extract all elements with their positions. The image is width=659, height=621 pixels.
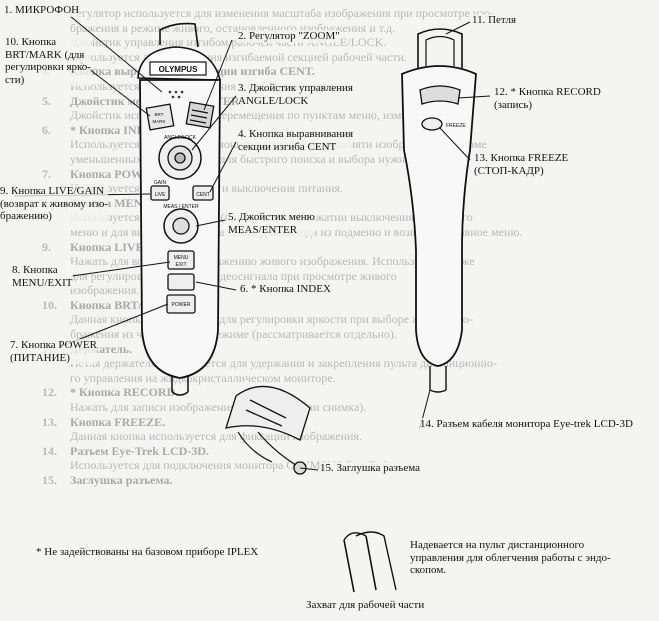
background-text-content: Кнопка POWER. xyxy=(70,166,163,181)
power-mark: POWER xyxy=(172,302,191,308)
background-text-content: Кнопка FREEZE. xyxy=(70,414,166,429)
background-text-content: Заглушка разъема. xyxy=(70,473,173,487)
background-text-number: 12. xyxy=(42,385,57,400)
index-button[interactable] xyxy=(167,273,195,291)
label-live-gain: 9. Кнопка LIVE/GAIN (возврат к живому из… xyxy=(0,185,109,223)
angle-lock-joystick[interactable] xyxy=(158,136,202,180)
label-menu-exit: 8. Кнопка MENU/EXIT xyxy=(12,264,73,289)
background-text-line: 12. * Кнопка RECORD. xyxy=(42,385,642,400)
freeze-mark: FREEZE xyxy=(446,123,466,129)
background-text-number: 7. xyxy=(42,166,51,181)
brt-mark: BRT xyxy=(155,112,164,117)
caption-clip: Захват для рабочей части xyxy=(306,599,425,611)
live-mark: LIVE xyxy=(155,192,167,198)
label-zoom: 2. Регулятор "ZOOM" xyxy=(238,30,340,43)
background-text-content: * Кнопка RECORD. xyxy=(70,385,179,400)
footnote-not-used: * Не задействованы на базовом приборе IP… xyxy=(36,546,259,558)
menu-exit-button[interactable] xyxy=(167,250,195,270)
background-text-content: Разъем Eye-Trek LCD-3D. xyxy=(70,443,209,458)
background-text-line: изображения. xyxy=(42,283,642,298)
cent-button[interactable] xyxy=(192,185,214,201)
background-text-number: 14. xyxy=(42,443,57,458)
background-text-content: изображения. xyxy=(70,283,140,298)
background-text-number: 13. xyxy=(42,414,57,429)
note-clip: Надевается на пульт дистанционного управ… xyxy=(410,539,611,576)
mark-mark: MARK xyxy=(152,119,165,124)
label-loop: 11. Петля xyxy=(472,14,516,27)
label-power: 7. Кнопка POWER (ПИТАНИЕ) xyxy=(10,339,97,364)
background-text-number: 9. xyxy=(42,239,51,254)
background-text-number: 5. xyxy=(42,93,51,108)
label-monitor-connector: 14. Разъем кабеля монитора Eye-trek LCD-… xyxy=(420,418,633,431)
record-button[interactable] xyxy=(419,85,461,105)
menu-mark: MENU xyxy=(174,255,189,261)
label-connector-plug: 15. Заглушка разъема xyxy=(320,462,420,475)
meas-enter-joystick[interactable] xyxy=(163,208,199,244)
cent-mark: CENT xyxy=(196,192,210,198)
insertion-tube-clip xyxy=(343,531,397,593)
label-microphone: 1. МИКРОФОН xyxy=(4,4,80,17)
background-text-line: 14. Разъем Eye-Trek LCD-3D. xyxy=(42,444,642,459)
brand-mark: OLYMPUS xyxy=(159,65,198,74)
background-text-line: го управления на жидкокристаллическом мо… xyxy=(42,371,642,386)
label-record: 12. * Кнопка RECORD (запись) xyxy=(494,86,601,111)
background-text-content: го управления на жидкокристаллическом мо… xyxy=(70,370,336,385)
background-text-line: 7. Кнопка POWER. xyxy=(42,167,642,182)
background-text-content: Регулятор используется для изменения мас… xyxy=(70,6,494,20)
angle-lock-mark: ANGLE/LOCK xyxy=(164,135,197,141)
exit-mark: EXIT xyxy=(175,262,186,268)
connector-detail xyxy=(225,385,311,475)
remote-front-view xyxy=(137,22,222,396)
label-brt-mark: 10. Кнопка BRT/MARK (для регулировки ярк… xyxy=(5,36,91,86)
brt-mark-button[interactable] xyxy=(145,103,175,131)
background-text-number: 10. xyxy=(42,297,57,312)
background-text-line: Регулятор используется для изменения мас… xyxy=(42,6,642,21)
background-text-number: 6. xyxy=(42,122,51,137)
meas-enter-mark: MEAS / ENTER xyxy=(163,204,199,210)
background-text-number: 15. xyxy=(42,473,57,487)
remote-side-view xyxy=(401,28,477,393)
label-angle-lock: 3. Джойстик управления ANGLE/LOCK xyxy=(238,82,353,107)
gain-mark: GAIN xyxy=(154,180,167,186)
label-cent: 4. Кнопка выравнивания секции изгиба CEN… xyxy=(238,128,354,153)
live-gain-button[interactable] xyxy=(150,185,170,201)
label-index: 6. * Кнопка INDEX xyxy=(240,283,331,296)
background-text-line: 15. Заглушка разъема. xyxy=(42,473,642,488)
freeze-button[interactable] xyxy=(421,117,443,131)
label-meas-enter: 5. Джойстик меню MEAS/ENTER xyxy=(228,211,315,236)
background-text-line: 13. Кнопка FREEZE. xyxy=(42,415,642,430)
zoom-lever[interactable] xyxy=(185,101,215,129)
label-freeze: 13. Кнопка FREEZE (СТОП-КАДР) xyxy=(474,152,569,177)
